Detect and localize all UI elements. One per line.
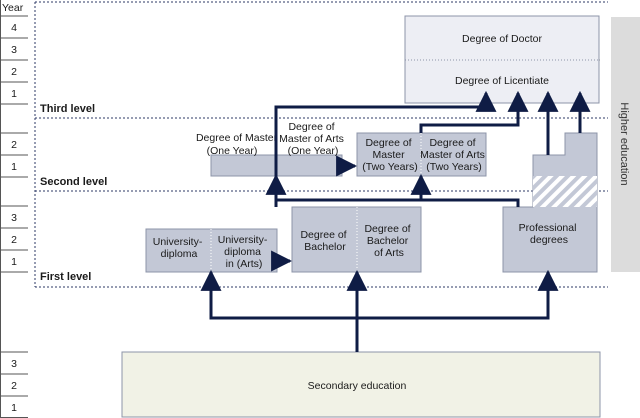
- bachelor-label: Degree of Bachelor: [300, 229, 349, 253]
- master-two-years-label: Degree of Master (Two Years): [362, 137, 417, 173]
- university-diploma-arts-label: University- diploma in (Arts): [218, 234, 271, 270]
- professional-label: Professional degrees: [519, 222, 580, 246]
- university-diploma-label: University- diploma: [153, 236, 206, 260]
- year-third-2: 2: [11, 66, 17, 78]
- professional-hatch: [533, 176, 597, 207]
- higher-education-band: [611, 17, 640, 272]
- year-first-2: 2: [11, 234, 17, 246]
- doctor-label: Degree of Doctor: [462, 33, 542, 45]
- master-one-year-label: Degree of Master (One Year): [196, 132, 280, 157]
- year-third-3: 3: [11, 44, 17, 56]
- master-arts-one-year-label: Degree of Master of Arts (One Year): [279, 121, 347, 157]
- year-second-2: 2: [11, 139, 17, 151]
- year-axis-title: Year: [2, 2, 24, 14]
- second-level-label: Second level: [40, 176, 107, 188]
- licentiate-label: Degree of Licentiate: [455, 75, 549, 87]
- progression-arrows: [200, 90, 591, 352]
- year-secondary-1: 1: [11, 402, 17, 414]
- secondary-label: Secondary education: [308, 380, 407, 392]
- year-first-1: 1: [11, 256, 17, 268]
- first-level-label: First level: [40, 271, 91, 283]
- third-level-label: Third level: [40, 103, 95, 115]
- secondary-education-box: [121, 351, 601, 418]
- higher-education-label: Higher education: [618, 102, 630, 185]
- bachelor-arts-label: Degree of Bachelor of Arts: [364, 223, 413, 259]
- year-third-4: 4: [11, 22, 17, 34]
- master-arts-two-years-label: Degree of Master of Arts (Two Years): [420, 137, 488, 173]
- year-secondary-2: 2: [11, 380, 17, 392]
- year-third-1: 1: [11, 88, 17, 100]
- year-first-3: 3: [11, 212, 17, 224]
- year-secondary-3: 3: [11, 358, 17, 370]
- year-second-1: 1: [11, 161, 17, 173]
- year-column: Year 4 3 2 1 2 1 3 2 1 3 2 1: [0, 0, 28, 418]
